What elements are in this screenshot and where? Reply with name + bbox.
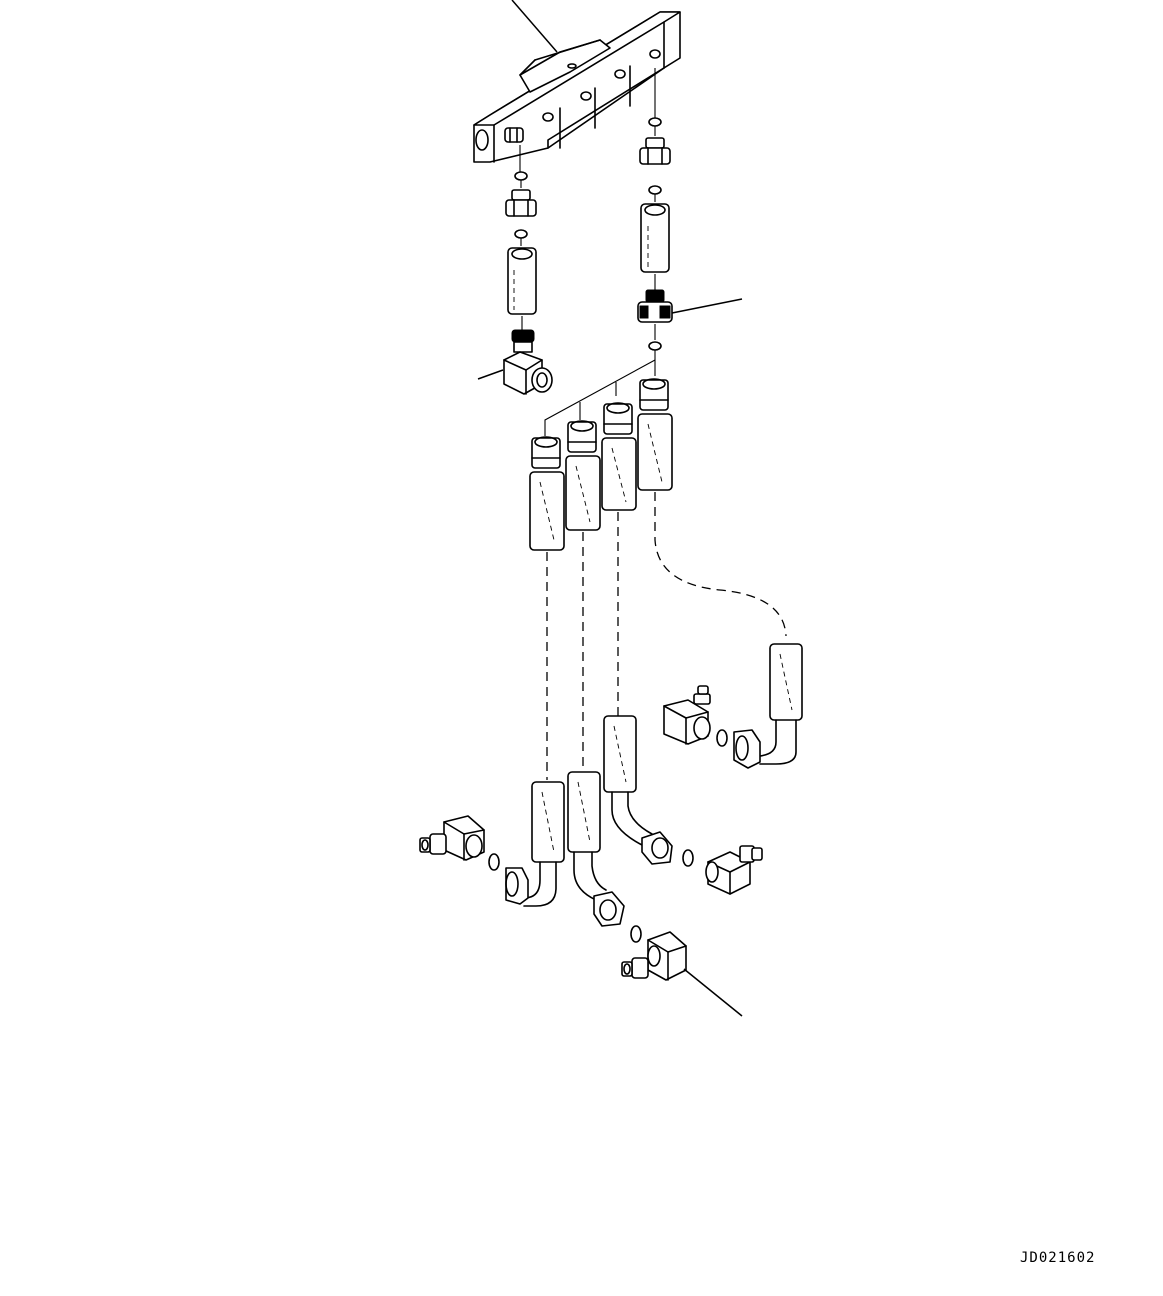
- manifold-block: [473, 11, 681, 163]
- hose-2: [565, 420, 625, 927]
- right-connector-stack: [637, 68, 673, 376]
- left-connector-stack: [503, 145, 553, 395]
- branch-lines: [544, 359, 656, 436]
- elbow-fitting-left: [419, 815, 500, 871]
- leader-adapter: [671, 298, 743, 314]
- elbow-fitting-bottom: [621, 925, 687, 981]
- hose-4: [637, 378, 803, 769]
- elbow-fitting-right-upper: [663, 685, 728, 747]
- leader-elbow-valve: [477, 369, 504, 380]
- leader-manifold: [511, 0, 558, 53]
- leader-bottom-elbow: [683, 968, 743, 1017]
- leader-lines: [477, 0, 743, 1017]
- hose-1: [505, 436, 565, 907]
- hose-3: [601, 402, 673, 865]
- elbow-fitting-right-lower: [682, 845, 763, 895]
- drawing-code: JD021602: [1020, 1250, 1096, 1266]
